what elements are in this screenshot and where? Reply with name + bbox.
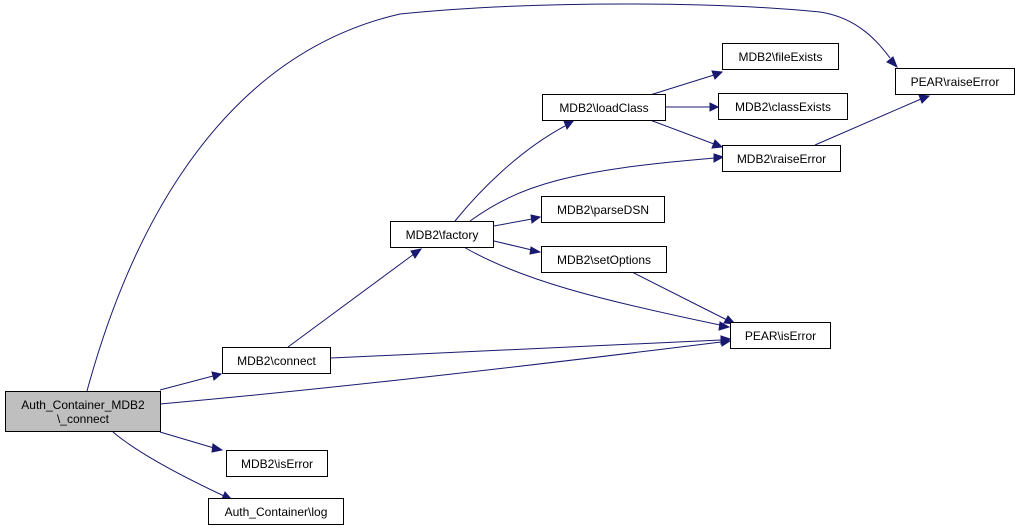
edge-mdb2-raiseerror-to-pear-raiseerror bbox=[814, 98, 922, 146]
edge-root-to-mdb2-connect bbox=[159, 375, 214, 391]
node-mdb2-factory[interactable]: MDB2\factory bbox=[390, 221, 494, 248]
arrowhead-setoptions bbox=[529, 246, 542, 255]
node-label: PEAR\raiseError bbox=[910, 74, 1000, 89]
edge-factory-to-loadclass bbox=[454, 125, 566, 222]
node-label: MDB2\connect bbox=[237, 353, 316, 368]
node-mdb2-fileexists[interactable]: MDB2\fileExists bbox=[722, 43, 839, 70]
node-mdb2-iserror[interactable]: MDB2\isError bbox=[226, 450, 328, 477]
arrowhead-pear-iserror-from-connect bbox=[720, 335, 732, 345]
arrowhead-parsedsn bbox=[530, 214, 542, 224]
node-label: MDB2\parseDSN bbox=[556, 202, 650, 217]
arrowhead-mdb2-raiseerror-from-factory bbox=[713, 153, 725, 163]
edge-root-to-pear-raiseerror bbox=[86, 3, 891, 392]
edge-factory-to-setoptions bbox=[493, 240, 533, 251]
node-mdb2-raiseerror[interactable]: MDB2\raiseError bbox=[722, 145, 841, 172]
arrowhead-mdb2-raiseerror-from-loadclass bbox=[711, 139, 724, 149]
node-label: MDB2\loadClass bbox=[559, 100, 649, 115]
node-mdb2-loadclass[interactable]: MDB2\loadClass bbox=[542, 94, 666, 121]
node-label: MDB2\classExists bbox=[734, 99, 832, 114]
node-label: MDB2\raiseError bbox=[736, 151, 827, 166]
edge-loadclass-to-fileexists bbox=[649, 74, 715, 96]
root-label-line1: Auth_Container_MDB2 bbox=[21, 397, 145, 412]
node-mdb2-setoptions[interactable]: MDB2\setOptions bbox=[541, 246, 667, 273]
node-label: MDB2\factory bbox=[405, 227, 479, 242]
node-auth-container-log[interactable]: Auth_Container\log bbox=[208, 498, 344, 525]
root-label-line2: \_connect bbox=[56, 411, 110, 426]
edge-factory-to-mdb2-raiseerror bbox=[469, 157, 716, 222]
edge-setoptions-to-pear-iserror bbox=[631, 271, 728, 321]
node-label: MDB2\fileExists bbox=[738, 49, 823, 64]
arrowhead-pear-iserror-from-factory bbox=[718, 321, 731, 331]
arrowhead-mdb2-connect bbox=[211, 371, 223, 381]
edge-factory-to-pear-iserror bbox=[461, 245, 721, 326]
edge-root-to-pear-iserror bbox=[159, 341, 722, 405]
edge-connect-to-factory bbox=[287, 253, 415, 348]
node-mdb2-parsedsn[interactable]: MDB2\parseDSN bbox=[541, 196, 665, 223]
node-label: Auth_Container\log bbox=[224, 504, 328, 519]
edge-loadclass-to-mdb2-raiseerror bbox=[649, 119, 715, 145]
arrowhead-fileexists bbox=[711, 70, 724, 80]
node-pear-raiseerror[interactable]: PEAR\raiseError bbox=[895, 68, 1015, 95]
node-mdb2-classexists[interactable]: MDB2\classExists bbox=[718, 93, 848, 120]
arrowhead-classexists bbox=[709, 102, 720, 112]
node-mdb2-connect[interactable]: MDB2\connect bbox=[222, 347, 331, 374]
node-pear-iserror[interactable]: PEAR\isError bbox=[730, 322, 831, 349]
node-label: MDB2\setOptions bbox=[556, 252, 652, 267]
node-auth-container-mdb2-connect: Auth_Container_MDB2 \_connect bbox=[5, 391, 161, 432]
arrowhead-pear-raiseerror-from-mdb2 bbox=[918, 94, 931, 104]
arrowhead-factory bbox=[410, 248, 423, 259]
arrowhead-mdb2-iserror bbox=[211, 443, 224, 453]
edge-factory-to-parsedsn bbox=[493, 218, 533, 227]
node-label: PEAR\isError bbox=[744, 328, 817, 343]
edge-root-to-auth-log bbox=[112, 431, 225, 497]
arrowhead-loadclass bbox=[563, 119, 576, 131]
edge-connect-to-pear-iserror bbox=[330, 339, 722, 359]
node-label: MDB2\isError bbox=[240, 456, 313, 471]
arrowhead-pear-raiseerror-from-root bbox=[886, 56, 898, 69]
edge-root-to-mdb2-iserror bbox=[159, 431, 215, 449]
